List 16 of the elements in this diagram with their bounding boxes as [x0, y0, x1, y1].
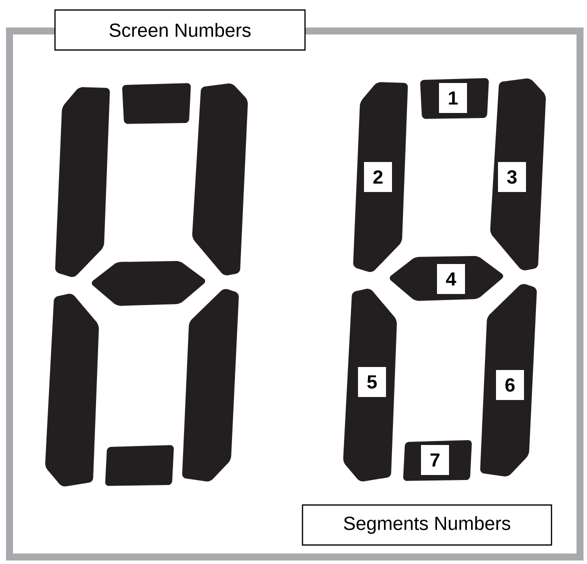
title-box: Segments Numbers: [302, 504, 552, 546]
numbered-segment: 7: [403, 440, 472, 481]
display-segment: [92, 261, 206, 306]
display-segment: [45, 294, 99, 486]
display-segment: [122, 83, 191, 124]
numbered-segment: 6: [480, 284, 537, 476]
numbered-segment: 1: [420, 78, 489, 119]
display-segment: [55, 87, 110, 278]
display-segment: [182, 288, 239, 482]
numbered-segment: 5: [343, 288, 397, 482]
numbered-segment: 4: [390, 256, 504, 301]
title-box: Screen Numbers: [54, 9, 306, 51]
numbered-segment: 3: [490, 78, 546, 270]
numbered-segment: 2: [353, 82, 408, 272]
display-segment: [192, 83, 248, 276]
display-segment: [105, 445, 174, 486]
